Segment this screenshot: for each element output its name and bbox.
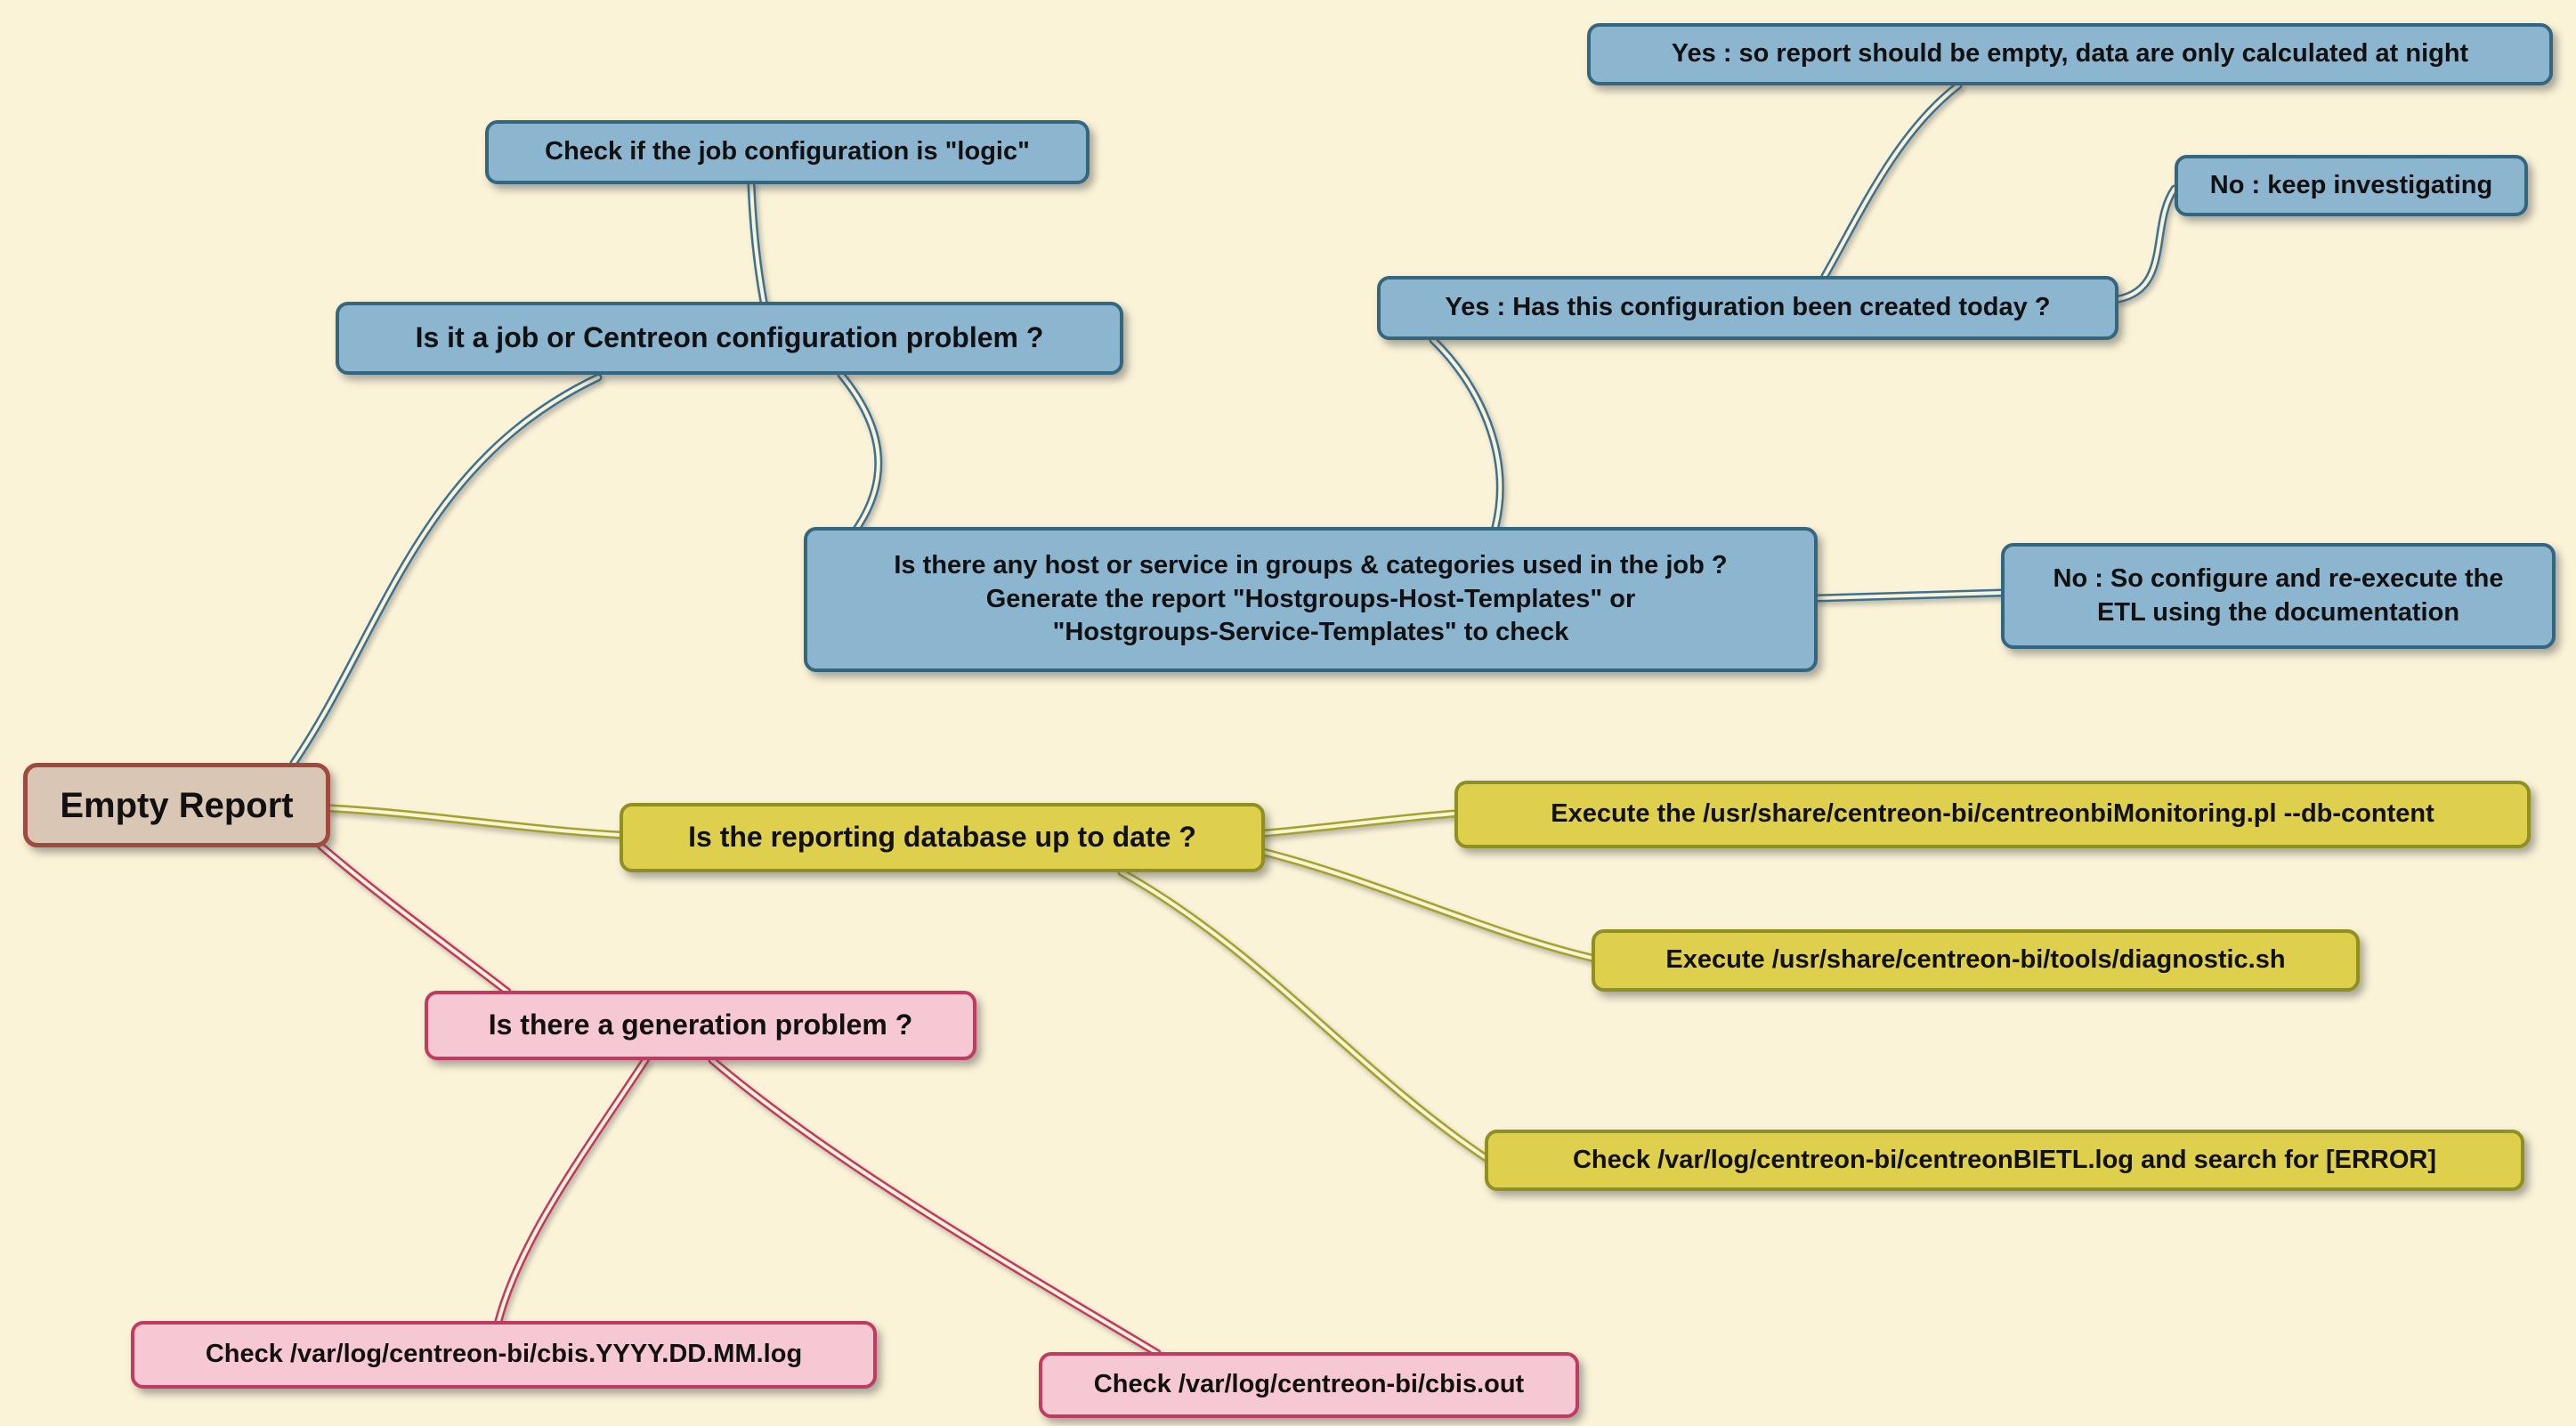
node-hostgroups-check: Is there any host or service in groups &…: [804, 527, 1818, 672]
edge-root-to-db-up-to-date: [330, 808, 620, 835]
node-config-created-today-label: Yes : Has this configuration been create…: [1445, 293, 2051, 322]
node-check-job-configuration-logic-label: Check if the job configuration is "logic…: [545, 137, 1030, 166]
edge-generation-to-check-cbis-log: [498, 1060, 645, 1321]
node-empty-report-label: Empty Report: [60, 785, 294, 825]
node-check-cbis-dated-log: Check /var/log/centreon-bi/cbis.YYYY.DD.…: [131, 1321, 877, 1389]
node-report-should-be-empty-label: Yes : so report should be empty, data ar…: [1671, 39, 2469, 69]
node-execute-centreonbi-monitoring: Execute the /usr/share/centreon-bi/centr…: [1454, 781, 2531, 848]
edge-root-to-generation-problem: [320, 846, 507, 992]
edge-hostgroups-to-configure-etl: [1818, 593, 2001, 598]
node-job-or-centreon-config-problem-label: Is it a job or Centreon configuration pr…: [415, 321, 1044, 354]
edge-job-config-to-check-logic: [751, 184, 764, 302]
node-check-centreonbietl-log-label: Check /var/log/centreon-bi/centreonBIETL…: [1572, 1145, 2437, 1174]
edge-db-to-exec-diagnostic: [1260, 851, 1592, 958]
node-config-created-today: Yes : Has this configuration been create…: [1377, 276, 2118, 340]
node-keep-investigating-label: No : keep investigating: [2209, 170, 2493, 199]
node-execute-diagnostic-script: Execute /usr/share/centreon-bi/tools/dia…: [1592, 929, 2360, 992]
node-check-cbis-dated-log-label: Check /var/log/centreon-bi/cbis.YYYY.DD.…: [205, 1340, 803, 1369]
node-configure-and-reexecute-etl-label: No : So configure and re-execute the ETL…: [2053, 563, 2504, 627]
node-check-cbis-out-label: Check /var/log/centreon-bi/cbis.out: [1093, 1370, 1525, 1399]
node-check-job-configuration-logic: Check if the job configuration is "logic…: [485, 120, 1090, 184]
node-check-centreonbietl-log: Check /var/log/centreon-bi/centreonBIETL…: [1485, 1130, 2524, 1191]
node-generation-problem: Is there a generation problem ?: [425, 991, 976, 1060]
node-hostgroups-check-label: Is there any host or service in groups &…: [894, 550, 1728, 647]
edge-config-today-to-report-empty: [1825, 85, 1958, 276]
node-configure-and-reexecute-etl: No : So configure and re-execute the ETL…: [2001, 543, 2556, 649]
node-reporting-database-up-to-date: Is the reporting database up to date ?: [620, 803, 1265, 872]
node-keep-investigating: No : keep investigating: [2175, 155, 2528, 216]
edge-root-to-job-config: [294, 377, 598, 763]
edge-db-to-check-bietl: [1122, 872, 1485, 1157]
node-check-cbis-out: Check /var/log/centreon-bi/cbis.out: [1039, 1352, 1579, 1418]
node-reporting-database-up-to-date-label: Is the reporting database up to date ?: [688, 821, 1196, 854]
edge-hostgroups-to-config-today: [1433, 340, 1500, 527]
node-generation-problem-label: Is there a generation problem ?: [488, 1009, 913, 1041]
edge-db-to-exec-monitoring: [1265, 814, 1454, 833]
node-job-or-centreon-config-problem: Is it a job or Centreon configuration pr…: [336, 302, 1123, 375]
edge-generation-to-check-cbis-out: [712, 1060, 1157, 1353]
node-empty-report: Empty Report: [23, 763, 330, 847]
node-execute-centreonbi-monitoring-label: Execute the /usr/share/centreon-bi/centr…: [1551, 799, 2434, 829]
edge-config-today-to-keep-investigating: [2118, 189, 2175, 299]
node-report-should-be-empty: Yes : so report should be empty, data ar…: [1587, 23, 2553, 85]
node-execute-diagnostic-script-label: Execute /usr/share/centreon-bi/tools/dia…: [1665, 945, 2286, 975]
